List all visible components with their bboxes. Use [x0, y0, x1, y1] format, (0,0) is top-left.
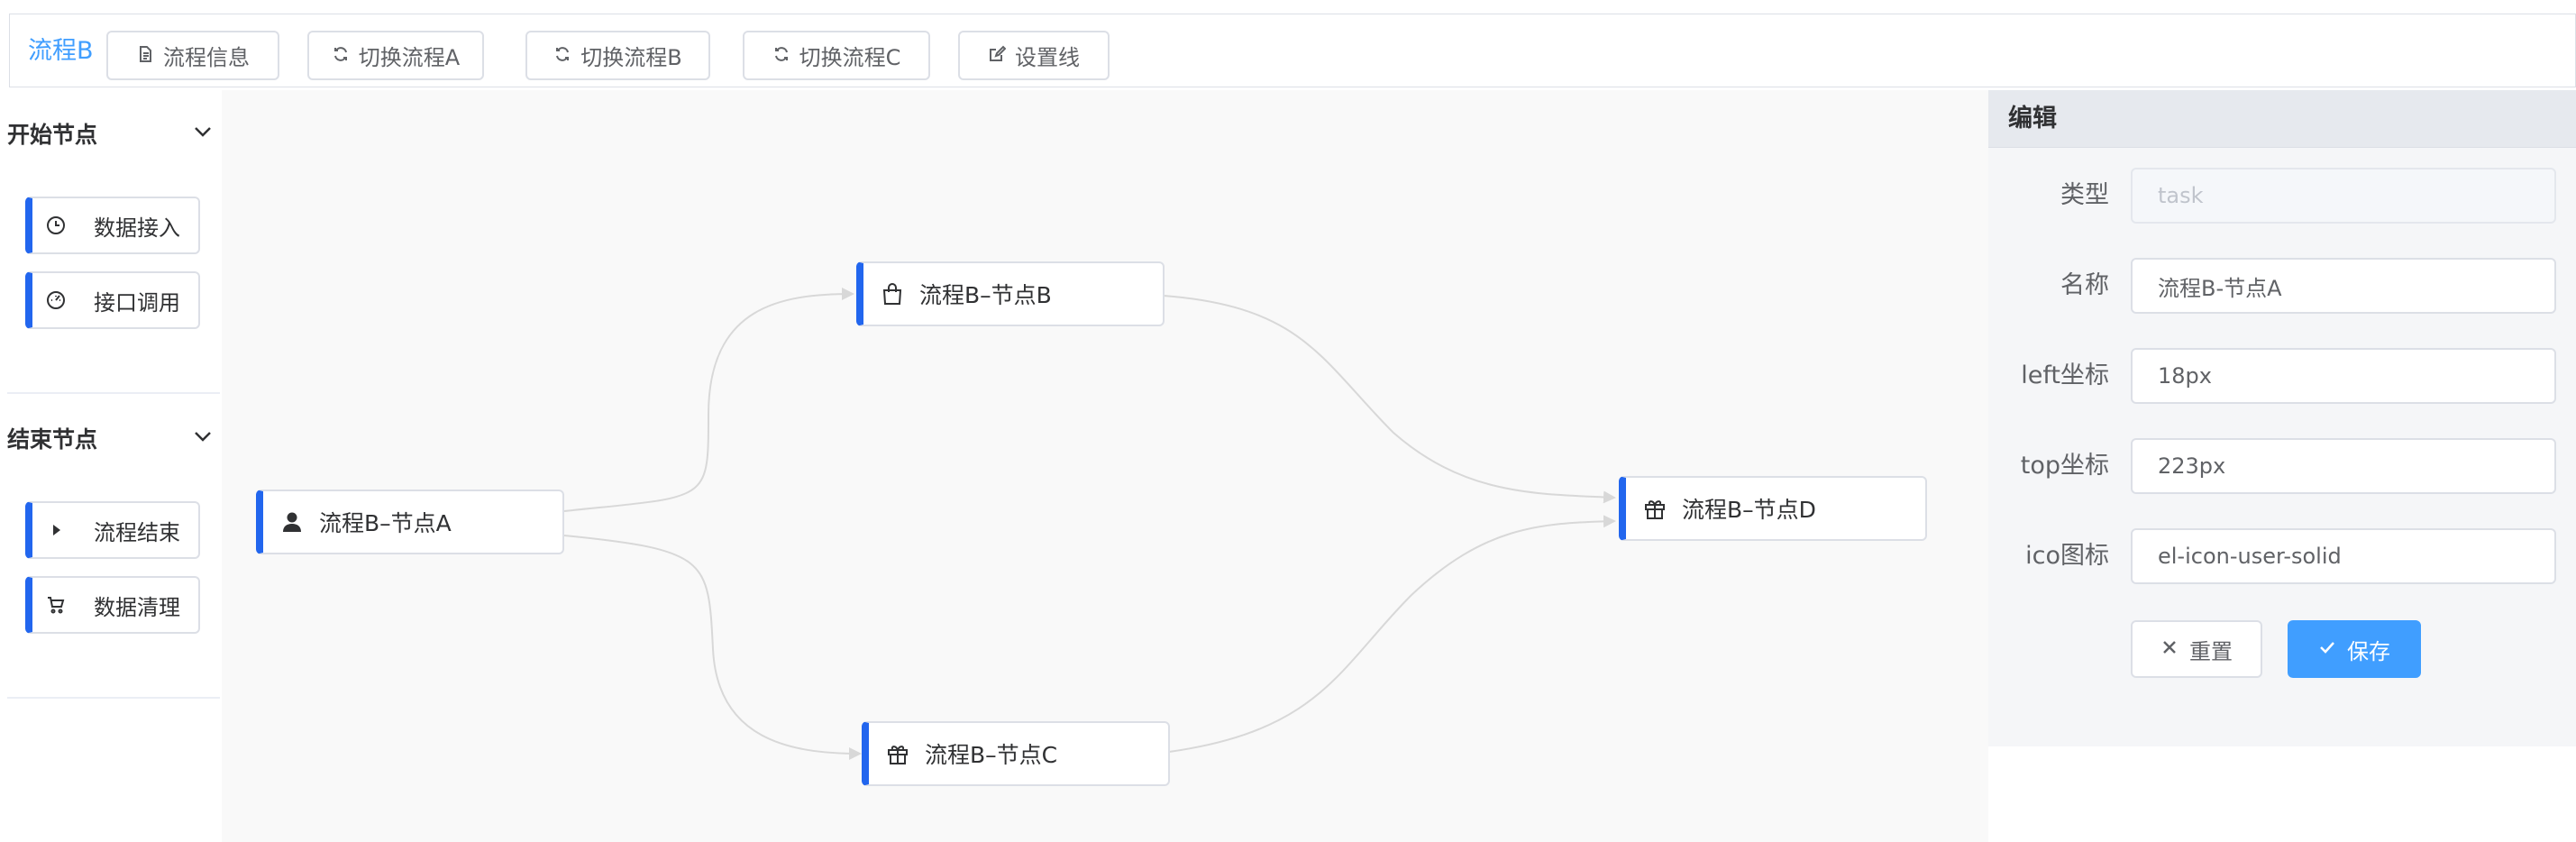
left-coord-input[interactable]	[2131, 348, 2556, 404]
user-solid-icon	[279, 510, 305, 534]
chevron-down-icon	[193, 426, 213, 452]
switch-flow-a-button[interactable]: 切换流程A	[307, 31, 484, 80]
left-coord-label: left坐标	[2021, 362, 2109, 389]
flow-title: 流程B	[28, 37, 94, 65]
cart-icon	[38, 595, 74, 615]
document-icon	[136, 43, 154, 69]
type-label: 类型	[2060, 181, 2109, 209]
flow-node-d[interactable]: 流程B–节点D	[1619, 476, 1927, 541]
switch-flow-b-button[interactable]: 切换流程B	[525, 31, 710, 80]
name-input[interactable]	[2131, 258, 2556, 314]
gift-icon	[885, 742, 910, 765]
switch-flow-c-button[interactable]: 切换流程C	[743, 31, 930, 80]
edge-b-d[interactable]	[1163, 295, 1616, 504]
node-label: 流程B–节点C	[925, 742, 1058, 768]
close-icon	[2160, 636, 2179, 662]
node-label: 流程B–节点A	[319, 510, 452, 536]
switch-flow-b-label: 切换流程B	[580, 45, 682, 70]
caret-right-icon	[38, 520, 74, 540]
set-line-label: 设置线	[1015, 45, 1080, 70]
palette-item-label: 数据接入	[94, 215, 180, 241]
shopping-bag-icon	[880, 282, 905, 306]
palette-item-api-call[interactable]: 接口调用	[25, 271, 200, 329]
check-icon	[2318, 636, 2336, 662]
node-label: 流程B–节点B	[919, 282, 1052, 308]
flow-info-button[interactable]: 流程信息	[106, 31, 279, 80]
palette-item-label: 流程结束	[94, 519, 180, 545]
flow-canvas[interactable]: 流程B–节点A 流程B–节点B 流程B–节点C 流程B–节点D	[222, 90, 1988, 842]
switch-flow-c-label: 切换流程C	[799, 45, 901, 70]
toolbar: 流程B 流程信息 切换流程A 切换流程B 切换流程C 设置线	[9, 14, 2576, 87]
end-nodes-title: 结束节点	[7, 426, 98, 453]
palette-divider	[7, 697, 220, 699]
chevron-down-icon	[193, 121, 213, 147]
edge-a-b[interactable]	[563, 288, 854, 512]
palette-item-data-cleanup[interactable]: 数据清理	[25, 576, 200, 634]
refresh-icon	[553, 43, 571, 69]
edit-icon	[988, 43, 1007, 69]
palette-divider	[7, 392, 220, 394]
reset-button[interactable]: 重置	[2131, 620, 2262, 678]
palette-item-flow-end[interactable]: 流程结束	[25, 501, 200, 559]
edge-c-d[interactable]	[1168, 515, 1616, 753]
node-label: 流程B–节点D	[1682, 497, 1816, 523]
flow-node-c[interactable]: 流程B–节点C	[862, 721, 1170, 786]
top-coord-label: top坐标	[2020, 452, 2109, 480]
palette-item-data-ingest[interactable]: 数据接入	[25, 197, 200, 254]
save-button[interactable]: 保存	[2288, 620, 2421, 678]
top-coord-input[interactable]	[2131, 438, 2556, 494]
refresh-icon	[332, 43, 350, 69]
save-label: 保存	[2347, 638, 2390, 664]
clock-icon	[38, 215, 74, 235]
edge-a-c[interactable]	[563, 535, 862, 760]
flow-node-a[interactable]: 流程B–节点A	[256, 490, 564, 554]
palette-item-label: 数据清理	[94, 594, 180, 620]
icon-input[interactable]	[2131, 528, 2556, 584]
refresh-icon	[772, 43, 790, 69]
node-palette: 开始节点 数据接入 接口调用 结束节点 流程结束 数据清理	[0, 90, 220, 842]
edges-layer	[563, 288, 1616, 760]
edit-panel-title: 编辑	[1988, 90, 2576, 148]
edit-panel: 编辑 类型 名称 left坐标 top坐标 ico图标 重置 保存	[1988, 90, 2576, 746]
gauge-icon	[38, 290, 74, 310]
name-label: 名称	[2060, 271, 2109, 299]
set-line-button[interactable]: 设置线	[958, 31, 1110, 80]
start-nodes-header[interactable]: 开始节点	[7, 115, 213, 151]
reset-label: 重置	[2189, 638, 2233, 664]
switch-flow-a-label: 切换流程A	[358, 45, 461, 70]
end-nodes-header[interactable]: 结束节点	[7, 420, 213, 456]
type-input	[2131, 168, 2556, 224]
icon-label: ico图标	[2025, 542, 2109, 570]
flow-info-label: 流程信息	[163, 45, 250, 70]
palette-item-label: 接口调用	[94, 289, 180, 316]
flow-node-b[interactable]: 流程B–节点B	[856, 261, 1165, 326]
gift-icon	[1642, 497, 1667, 520]
start-nodes-title: 开始节点	[7, 122, 98, 148]
